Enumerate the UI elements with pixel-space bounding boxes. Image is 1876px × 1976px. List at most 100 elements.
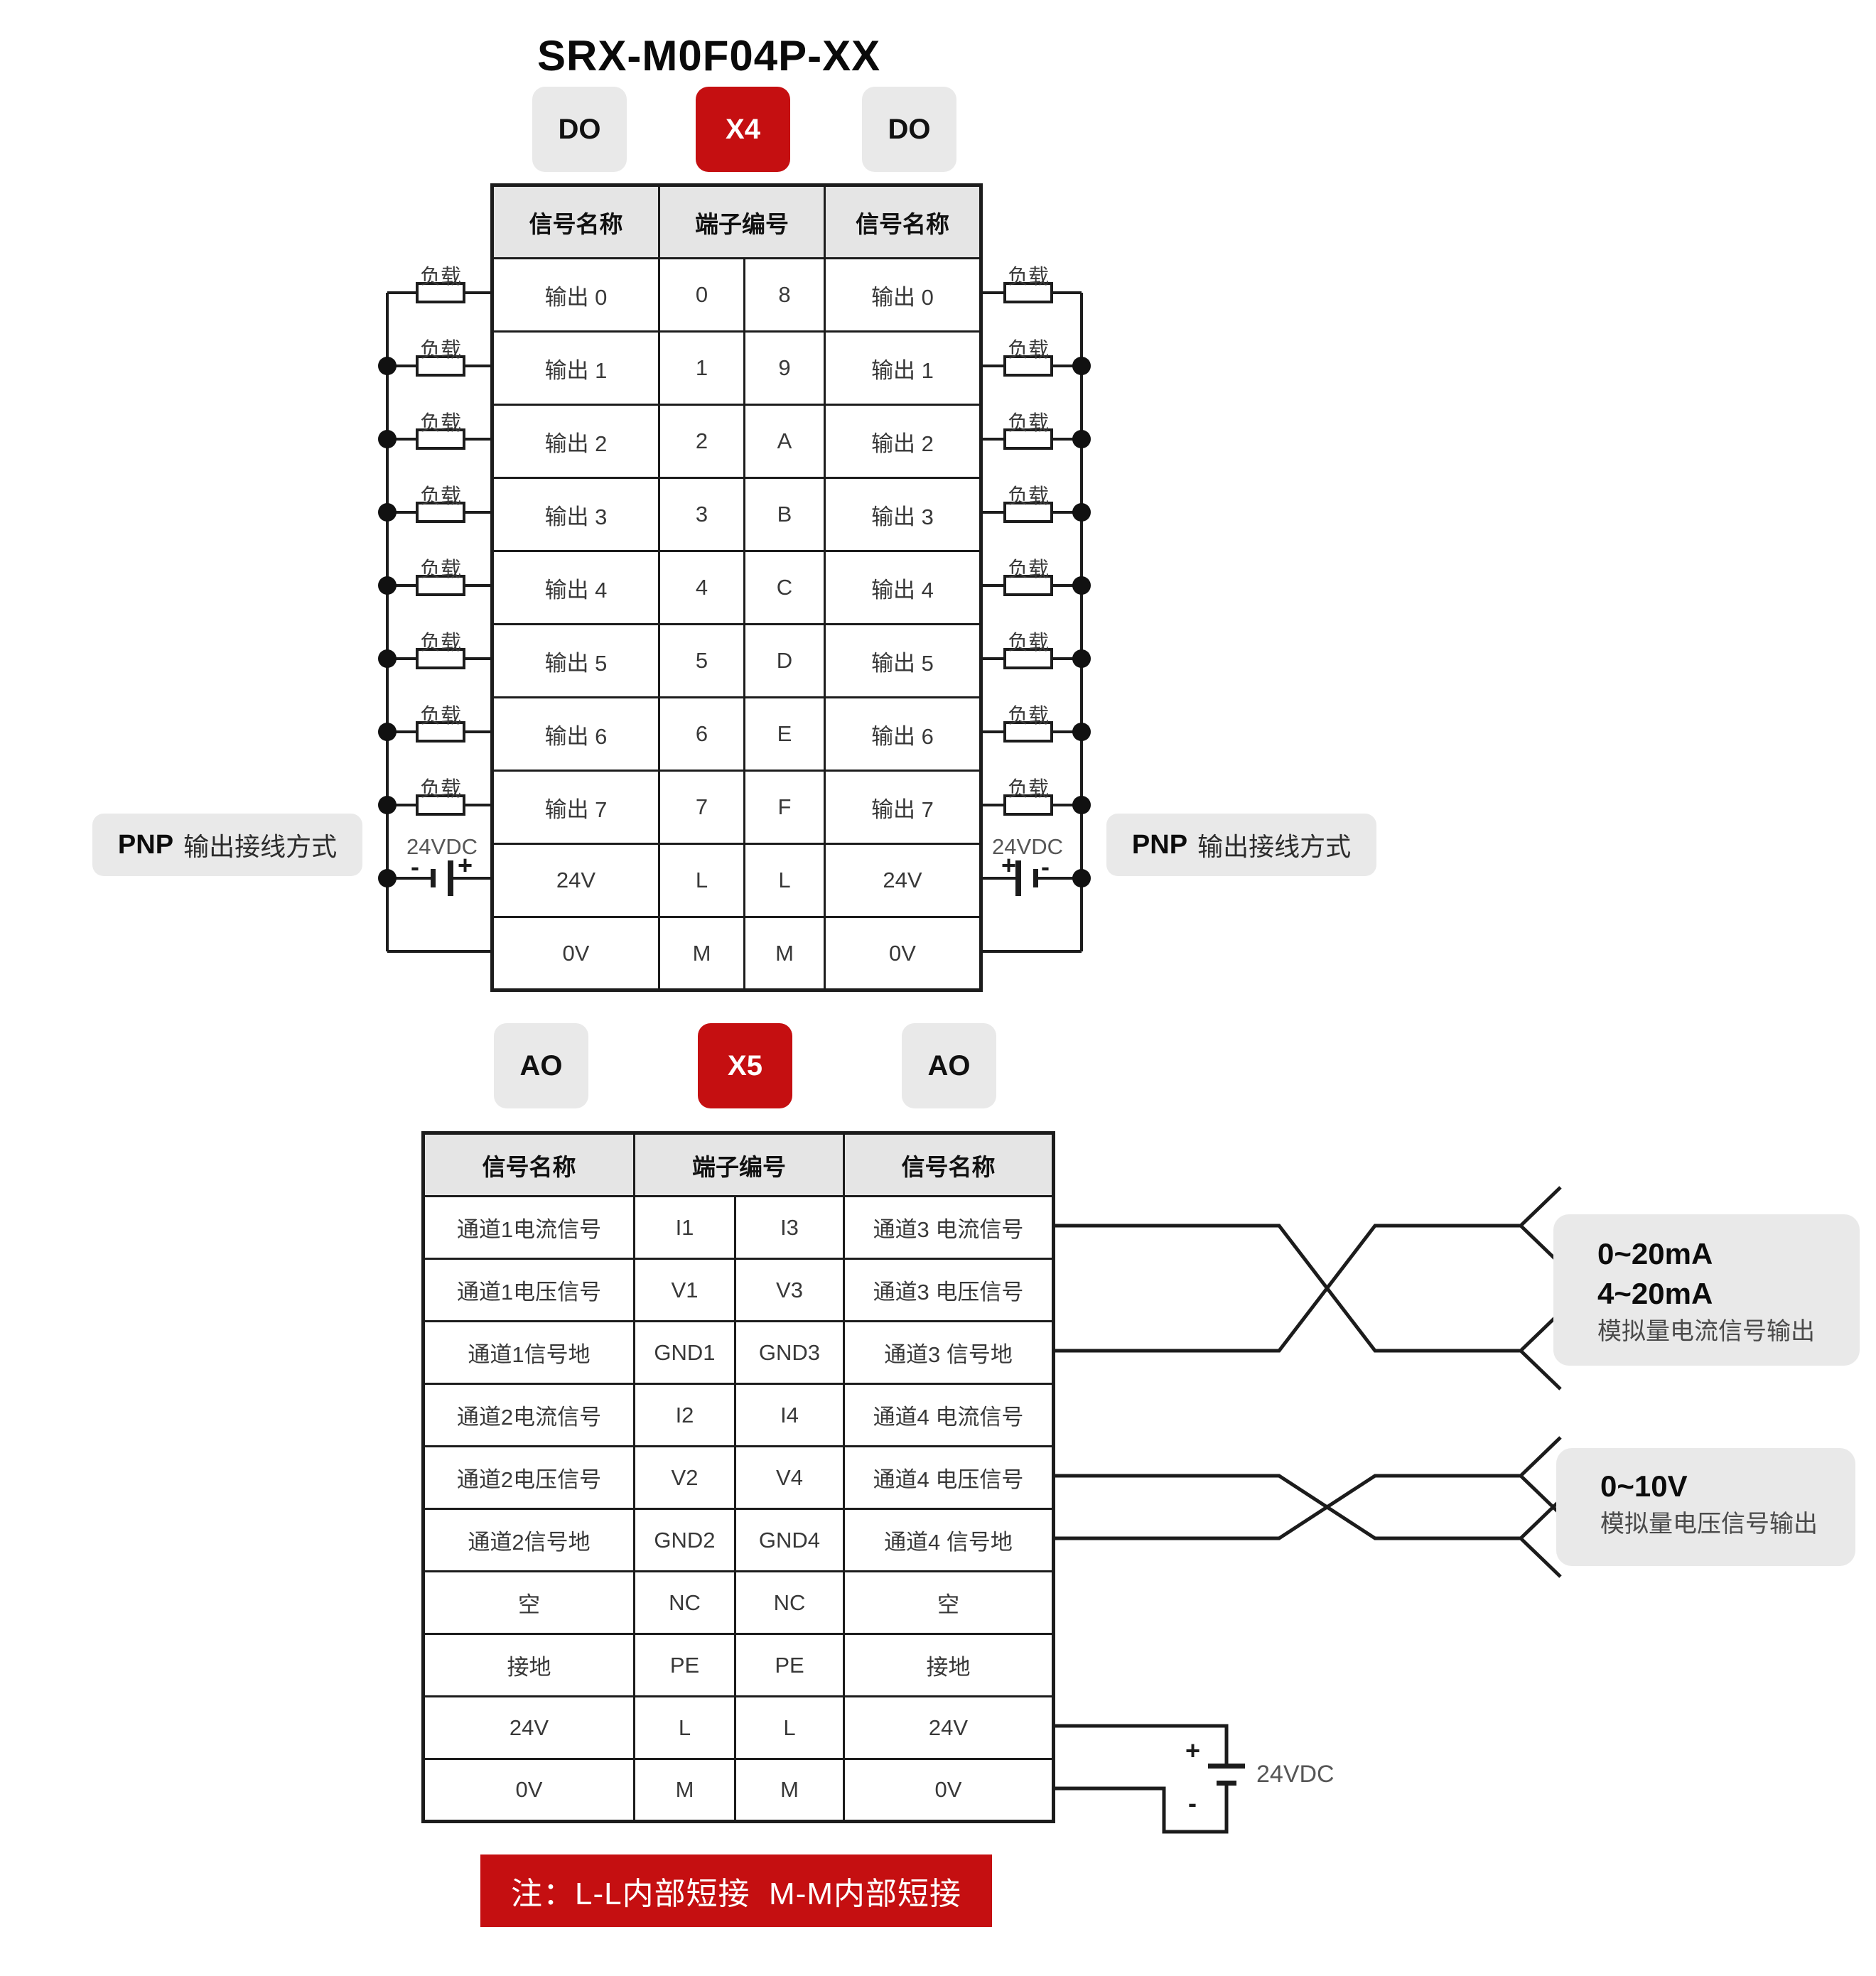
battery-minus-sign: - xyxy=(1041,852,1050,881)
left-junction-dots xyxy=(378,357,397,887)
analog-current-twisted-pair xyxy=(1052,1186,1562,1391)
terminal-cell: PE xyxy=(734,1633,845,1697)
signal-cell: 24V xyxy=(422,1695,635,1760)
load-label: 负载 xyxy=(419,412,461,435)
load-label: 负载 xyxy=(419,266,461,288)
terminal-cell: NC xyxy=(734,1570,845,1635)
signal-cell: 空 xyxy=(422,1570,635,1635)
pnp-wiring-label-left: PNP 输出接线方式 xyxy=(92,814,362,876)
battery-minus-sign: - xyxy=(1188,1788,1197,1818)
terminal-cell: V4 xyxy=(734,1445,845,1510)
column-header: 信号名称 xyxy=(491,184,660,259)
wire-arrow-icon xyxy=(1518,1186,1562,1265)
signal-cell: 输出 6 xyxy=(824,696,982,772)
signal-cell: 输出 7 xyxy=(491,770,660,845)
column-header: 信号名称 xyxy=(422,1132,635,1197)
signal-cell: 输出 4 xyxy=(824,550,982,625)
load-label: 负载 xyxy=(419,558,461,581)
signal-cell: 通道2信号地 xyxy=(422,1508,635,1572)
right-junction-dots xyxy=(1072,357,1091,887)
terminal-cell: 2 xyxy=(658,404,745,479)
signal-cell: 空 xyxy=(843,1570,1055,1635)
battery-plus-sign: + xyxy=(1001,851,1017,880)
terminal-cell: I4 xyxy=(734,1383,845,1447)
wire-arrow-icon xyxy=(1518,1311,1562,1391)
battery-minus-sign: - xyxy=(411,852,419,881)
load-label: 负载 xyxy=(419,705,461,728)
terminal-cell: C xyxy=(743,550,826,625)
signal-cell: 0V xyxy=(824,916,982,991)
analog-current-output-label: 0~20mA 4~20mA 模拟量电流信号输出 xyxy=(1553,1214,1860,1366)
terminal-cell: F xyxy=(743,770,826,845)
signal-cell: 接地 xyxy=(422,1633,635,1697)
signal-cell: 通道4 电流信号 xyxy=(843,1383,1055,1447)
battery-plus-sign: + xyxy=(458,851,473,880)
column-header: 端子编号 xyxy=(633,1132,845,1197)
signal-cell: 24V xyxy=(824,843,982,918)
analog-voltage-output-label: 0~10V 模拟量电压信号输出 xyxy=(1556,1448,1855,1566)
signal-cell: 通道2电流信号 xyxy=(422,1383,635,1447)
range-line: 0~20mA xyxy=(1597,1237,1713,1270)
column-header: 信号名称 xyxy=(843,1132,1055,1197)
signal-cell: 通道1电压信号 xyxy=(422,1258,635,1322)
signal-cell: 0V xyxy=(422,1758,635,1823)
terminal-cell: L xyxy=(658,843,745,918)
terminal-cell: 3 xyxy=(658,477,745,552)
right-battery-icon xyxy=(1015,860,1038,896)
signal-cell: 24V xyxy=(843,1695,1055,1760)
terminal-cell: M xyxy=(658,916,745,991)
terminal-cell: D xyxy=(743,623,826,698)
pnp-rest-text: 输出接线方式 xyxy=(183,832,338,861)
badge-x4-connector: X4 xyxy=(696,87,790,172)
left-battery-icon xyxy=(431,860,453,896)
terminal-cell: 0 xyxy=(658,257,745,333)
signal-cell: 输出 7 xyxy=(824,770,982,845)
load-label: 负载 xyxy=(1007,266,1049,288)
analog-voltage-twisted-pair xyxy=(1052,1436,1562,1578)
terminal-cell: M xyxy=(633,1758,736,1823)
terminal-cell: 6 xyxy=(658,696,745,772)
supply-voltage-label: 24VDC xyxy=(992,834,1063,859)
wire-arrow-icon xyxy=(1518,1499,1562,1578)
column-header: 信号名称 xyxy=(824,184,982,259)
signal-cell: 通道3 电流信号 xyxy=(843,1195,1055,1260)
terminal-cell: GND4 xyxy=(734,1508,845,1572)
signal-cell: 0V xyxy=(843,1758,1055,1823)
signal-cell: 输出 6 xyxy=(491,696,660,772)
right-load-resistors xyxy=(1003,282,1053,816)
terminal-cell: 4 xyxy=(658,550,745,625)
load-label: 负载 xyxy=(1007,778,1049,801)
load-label: 负载 xyxy=(419,339,461,362)
battery-plus-sign: + xyxy=(1185,1736,1201,1765)
signal-cell: 0V xyxy=(491,916,660,991)
signal-cell: 通道3 电压信号 xyxy=(843,1258,1055,1322)
left-load-resistors xyxy=(416,282,465,816)
terminal-cell: I3 xyxy=(734,1195,845,1260)
terminal-cell: PE xyxy=(633,1633,736,1697)
signal-cell: 通道1电流信号 xyxy=(422,1195,635,1260)
pnp-wiring-label-right: PNP 输出接线方式 xyxy=(1106,814,1376,876)
bottom-power-wiring xyxy=(1052,1724,1229,1834)
load-label: 负载 xyxy=(419,485,461,508)
terminal-cell: M xyxy=(743,916,826,991)
range-line: 0~10V xyxy=(1600,1469,1688,1503)
terminal-cell: I1 xyxy=(633,1195,736,1260)
terminal-cell: V1 xyxy=(633,1258,736,1322)
terminal-cell: 7 xyxy=(658,770,745,845)
terminal-cell: 8 xyxy=(743,257,826,333)
load-label: 负载 xyxy=(1007,558,1049,581)
signal-cell: 输出 5 xyxy=(491,623,660,698)
terminal-cell: L xyxy=(743,843,826,918)
badge-ao-left: AO xyxy=(494,1023,588,1108)
